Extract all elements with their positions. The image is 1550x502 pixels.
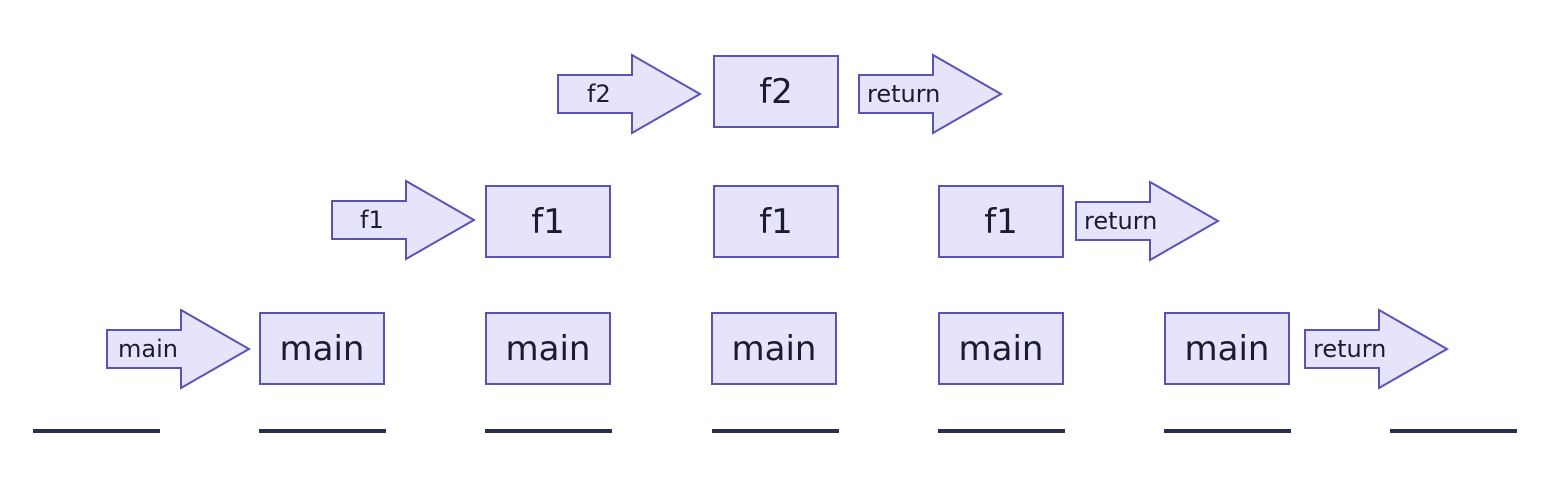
return-f2-arrow (858, 53, 1004, 135)
return-main-arrow-label: return (1313, 335, 1387, 363)
call-main-arrow-label: main (118, 335, 178, 363)
frame-main-5: main (1164, 312, 1290, 385)
frame-f1-2: f1 (713, 185, 839, 258)
return-main-arrow-shape (1304, 308, 1450, 390)
stack-baseline-5 (937, 429, 1065, 433)
frame-f1-1: f1 (485, 185, 611, 258)
call-f2-arrow (557, 53, 703, 135)
call-f2-arrow-label: f2 (587, 80, 611, 108)
return-f1-arrow-label: return (1084, 207, 1158, 235)
frame-f2: f2 (713, 55, 839, 128)
frame-main-3: main (711, 312, 837, 385)
stack-baseline-7 (1390, 429, 1518, 433)
stack-baseline-3 (485, 429, 613, 433)
call-f1-arrow-label: f1 (360, 206, 384, 234)
frame-f1-3: f1 (938, 185, 1064, 258)
return-f2-arrow-shape (858, 53, 1004, 135)
call-main-arrow-shape (106, 308, 252, 390)
call-f1-arrow (331, 179, 477, 261)
return-f2-arrow-label: return (867, 80, 941, 108)
return-f1-arrow (1075, 180, 1221, 262)
stack-baseline-6 (1164, 429, 1291, 433)
frame-main-1: main (259, 312, 385, 385)
call-main-arrow (106, 308, 252, 390)
call-f2-arrow-shape (557, 53, 703, 135)
frame-main-4: main (938, 312, 1064, 385)
stack-baseline-1 (33, 429, 160, 433)
return-f1-arrow-shape (1075, 180, 1221, 262)
call-f1-arrow-shape (331, 179, 477, 261)
return-main-arrow (1304, 308, 1450, 390)
stack-baseline-4 (711, 429, 839, 433)
frame-main-2: main (485, 312, 611, 385)
stack-baseline-2 (259, 429, 387, 433)
